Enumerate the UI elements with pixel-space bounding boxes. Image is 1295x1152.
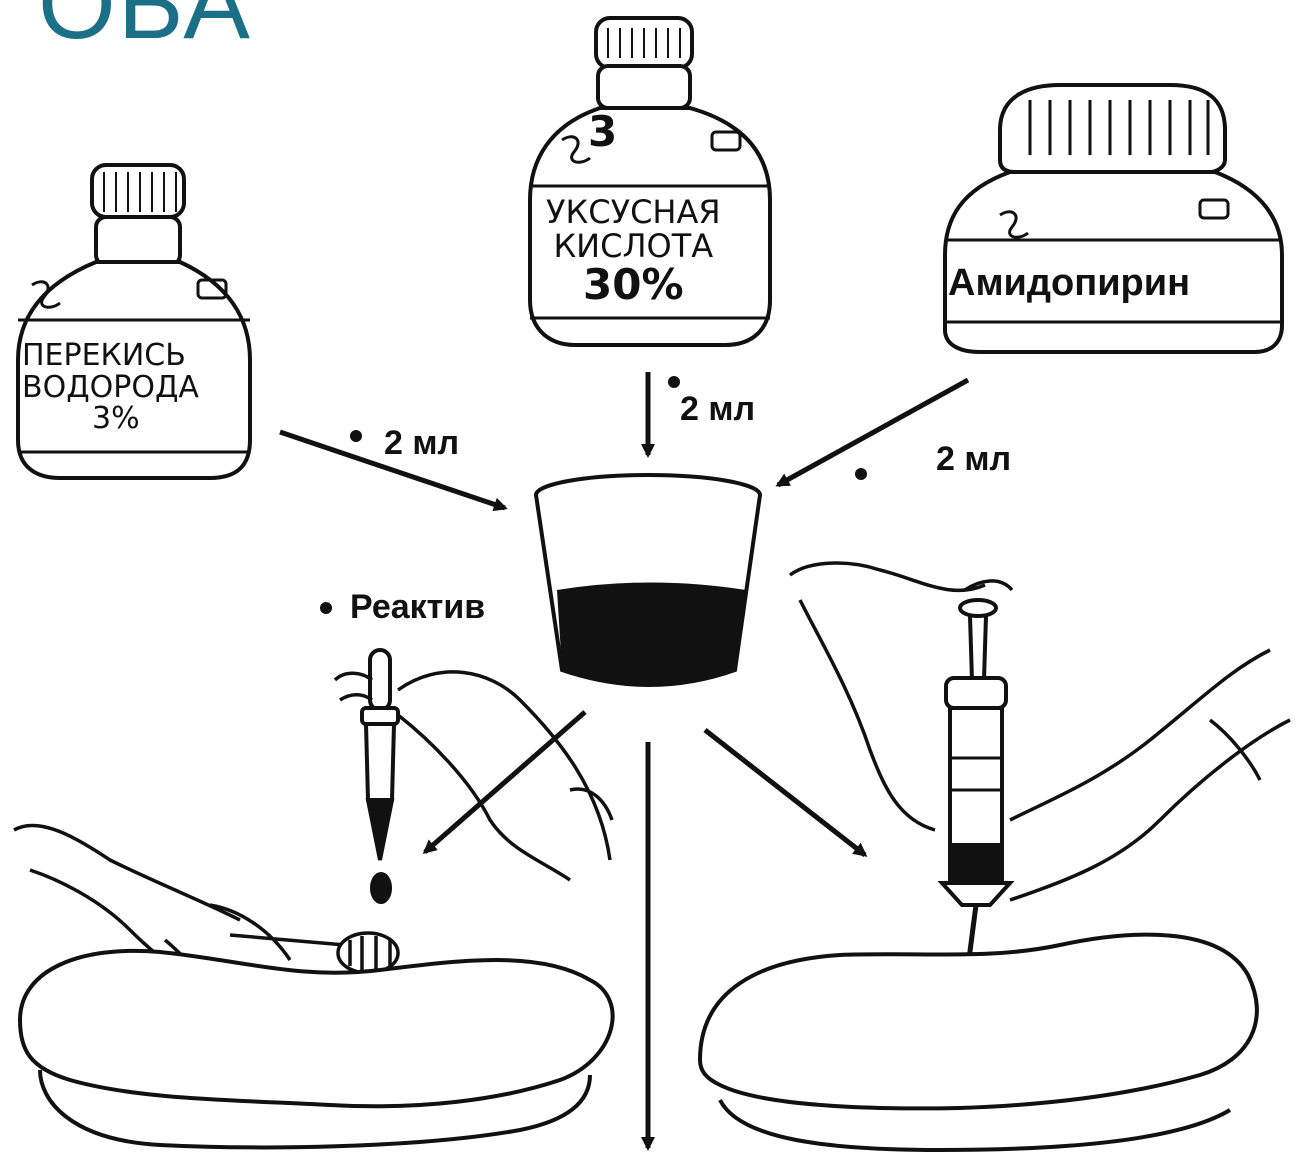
left-kidney-tray-icon xyxy=(20,951,613,1148)
bullet-dot xyxy=(855,468,867,480)
glass-icon xyxy=(536,475,760,685)
peroxide-label: ПЕРЕКИСЬ ВОДОРОДА 3% xyxy=(22,340,199,435)
acetic-acid-volume: 2 мл xyxy=(680,390,755,429)
bullet-dot xyxy=(668,376,680,388)
right-kidney-tray-icon xyxy=(700,935,1257,1150)
pipette-icon xyxy=(362,650,398,902)
acetic-acid-number: 3 xyxy=(588,110,617,154)
bullet-dot xyxy=(320,602,332,614)
peroxide-label-line-1: ПЕРЕКИСЬ xyxy=(22,340,199,372)
acetic-acid-label: УКСУСНАЯ КИСЛОТА 30% xyxy=(546,196,721,307)
arrow-glass-to-right-tray xyxy=(705,730,865,855)
right-hands-syringe-icon xyxy=(790,563,1290,900)
acetic-acid-label-line-2: КИСЛОТА xyxy=(546,230,721,264)
peroxide-label-line-2: ВОДОРОДА xyxy=(22,372,199,404)
bullet-dot xyxy=(350,430,362,442)
peroxide-volume: 2 мл xyxy=(384,424,459,463)
amidopyrine-label: Амидопирин xyxy=(948,262,1190,305)
acetic-acid-label-line-3: 30% xyxy=(546,263,721,307)
peroxide-label-line-3: 3% xyxy=(22,403,199,435)
reagent-label: Реактив xyxy=(350,588,485,627)
amidopyrine-volume: 2 мл xyxy=(936,440,1011,479)
amidopyrine-jar-icon xyxy=(945,85,1282,352)
acetic-acid-label-line-1: УКСУСНАЯ xyxy=(546,196,721,230)
arrow-glass-to-left-tray xyxy=(425,712,585,852)
